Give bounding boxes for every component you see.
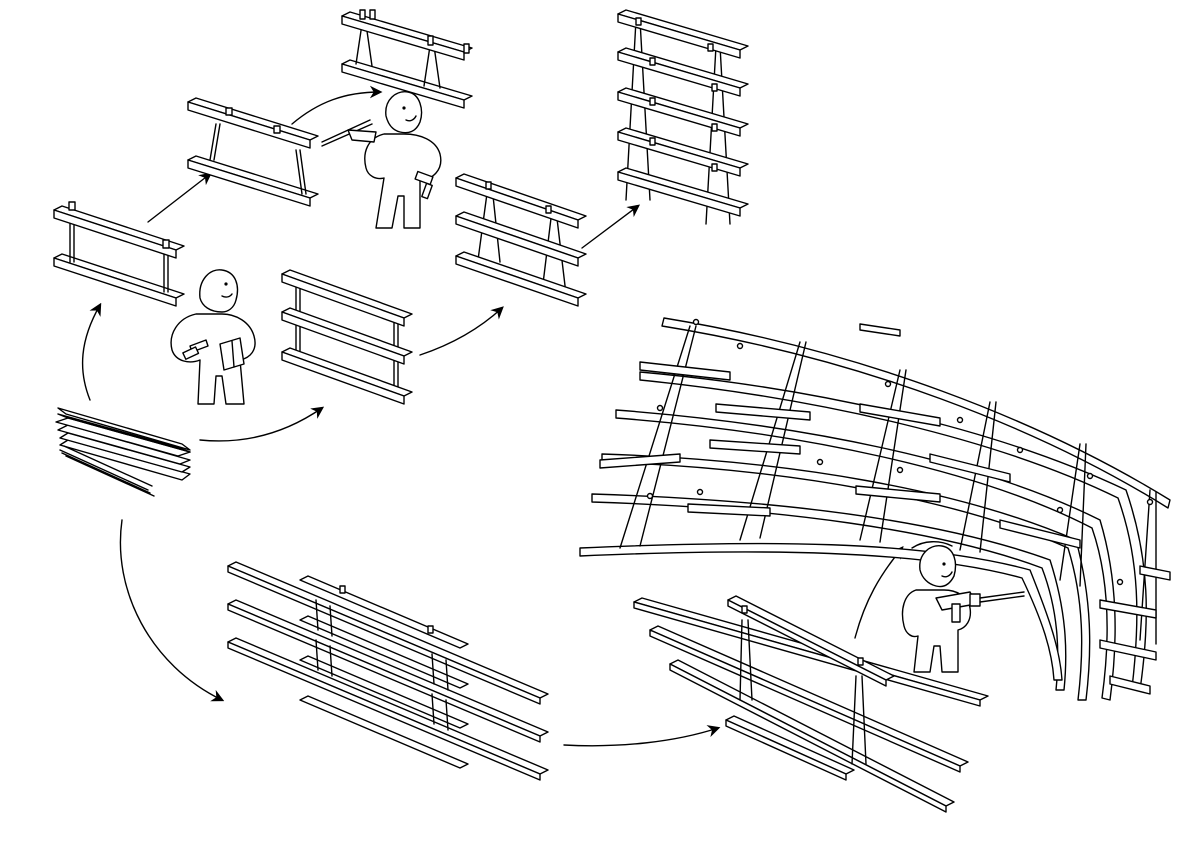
arrow-long-to-drilled — [563, 725, 721, 747]
arrow-to-tower — [581, 204, 641, 249]
planks-being-drilled — [633, 595, 989, 813]
long-planks-stack — [227, 561, 549, 781]
figure-with-hammer — [321, 91, 442, 229]
figure-reading-manual — [170, 269, 256, 405]
arrow-angled-to-legged — [291, 85, 383, 125]
shelf-with-angled-legs — [187, 97, 319, 207]
triple-shelf-angled — [455, 173, 587, 307]
arrow-pile-to-shelf — [81, 302, 102, 401]
arrow-pile-to-long-planks — [119, 519, 225, 702]
arrow-triple-to-angled-triple — [419, 306, 504, 356]
arrow-pile-to-triple — [199, 406, 325, 442]
arrow-shelf-to-angled-shelf — [147, 172, 212, 223]
flow-arrows — [81, 85, 904, 747]
five-shelf-tower — [617, 9, 749, 225]
arrow-drill-to-arch — [854, 546, 904, 639]
figure-with-drill — [901, 541, 1025, 673]
stack-of-planks-and-rods — [55, 407, 191, 497]
single-shelf — [53, 201, 185, 307]
curved-shelf-arch — [579, 317, 1171, 701]
shelf-with-cross-legs — [341, 9, 473, 109]
triple-shelf-upright — [281, 269, 413, 405]
